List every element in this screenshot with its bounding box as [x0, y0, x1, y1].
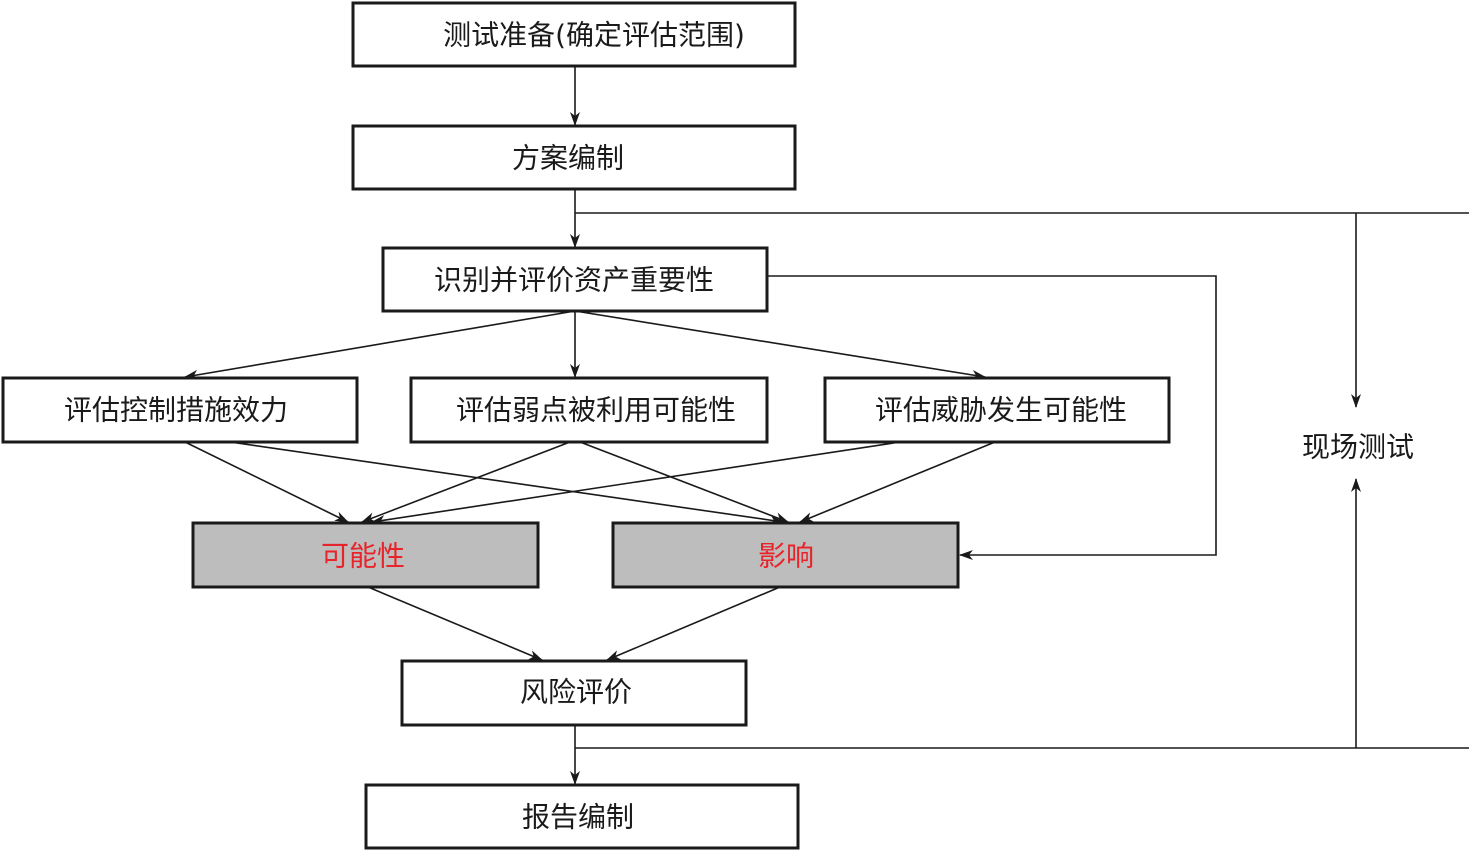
arrow-threat-to-likelihood — [371, 441, 901, 525]
node-impact: 影响 — [611, 521, 960, 589]
arrow-likelihood-to-risk — [367, 586, 543, 661]
node-vuln-label: 评估弱点被利用可能性 — [456, 394, 736, 427]
node-plan: 方案编制 — [351, 124, 797, 191]
arrow-impact-to-risk — [606, 586, 781, 661]
node-assets-label: 识别并评价资产重要性 — [434, 264, 714, 297]
node-assets: 识别并评价资产重要性 — [381, 246, 769, 313]
node-likelihood: 可能性 — [191, 521, 540, 589]
arrow-vuln-to-likelihood — [361, 441, 571, 523]
arrow-vuln-to-impact — [579, 441, 789, 523]
arrow-threat-to-impact — [799, 441, 996, 523]
node-risk-label: 风险评价 — [520, 676, 632, 709]
node-controls: 评估控制措施效力 — [1, 376, 359, 444]
arrow-assets-to-controls — [184, 310, 576, 380]
node-threat: 评估威胁发生可能性 — [823, 376, 1171, 444]
arrow-assets-to-threat — [574, 310, 986, 380]
node-impact-label: 影响 — [758, 540, 814, 573]
node-prep: 测试准备(确定评估范围) — [351, 1, 797, 68]
node-vuln: 评估弱点被利用可能性 — [409, 376, 769, 444]
node-report: 报告编制 — [364, 783, 800, 850]
arrow-controls-to-likelihood — [184, 441, 349, 523]
node-plan-label: 方案编制 — [512, 142, 624, 175]
node-prep-label: 测试准备(确定评估范围) — [443, 19, 745, 52]
node-risk: 风险评价 — [400, 659, 748, 727]
node-threat-label: 评估威胁发生可能性 — [875, 394, 1127, 427]
node-controls-label: 评估控制措施效力 — [64, 394, 288, 427]
node-report-label: 报告编制 — [522, 801, 634, 834]
arrow-controls-to-impact — [229, 441, 784, 526]
arrow-assets-to-impact — [767, 275, 1217, 560]
onsite-testing-label: 现场测试 — [1302, 431, 1414, 464]
connectors — [184, 66, 1469, 785]
node-likelihood-label: 可能性 — [321, 540, 405, 573]
